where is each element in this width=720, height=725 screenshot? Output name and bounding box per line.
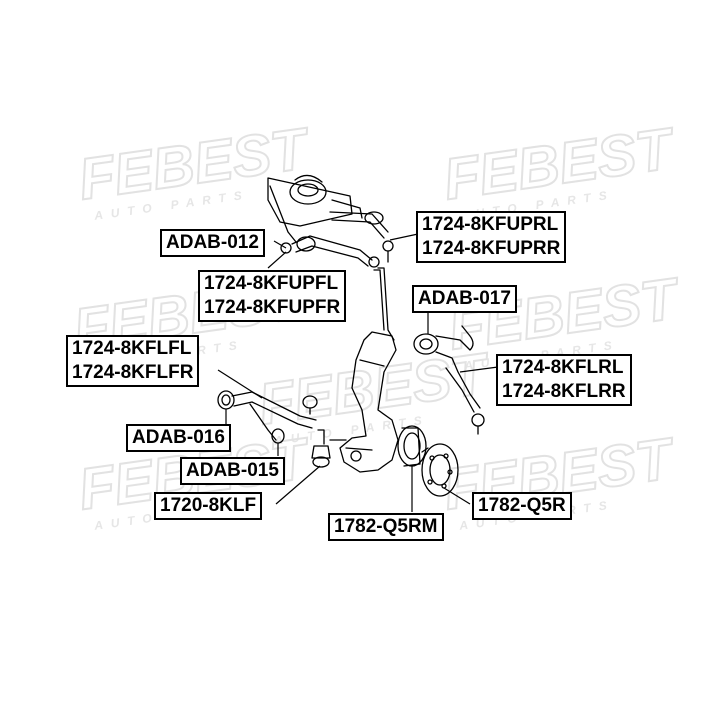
front-lower-arm [217,390,318,444]
callout-lower-front-arm: 1724-8KFLFL 1724-8KFLFR [66,335,200,387]
leader-line-upper-front-arm [267,251,287,269]
callout-hub-rm: 1782-Q5RM [328,513,444,541]
rear-lower-arm [413,325,485,435]
upper-front-arm [280,235,380,268]
leader-line-balljoint [275,465,321,505]
part-number: ADAB-017 [418,288,511,309]
leader-line-adab012 [273,240,287,249]
hub-bearing-module [397,425,427,467]
watermark-layer: FEBEST AUTO PARTS FEBEST AUTO PARTS FEBE… [69,115,686,533]
part-number-left: 1724-8KFUPFL [204,273,339,294]
part-number: ADAB-016 [132,427,225,448]
ball-joint [311,429,331,468]
leader-line-lower-front-arm [217,369,263,399]
leader-line-hub-r [443,487,471,505]
part-number: 1782-Q5R [478,495,566,516]
upper-mount-bracket [267,174,363,243]
callout-lower-rear-arm: 1724-8KFLRL 1724-8KFLRR [496,354,632,406]
part-number: ADAB-015 [186,460,279,481]
wheel-hub-flange [421,443,459,497]
callout-ball-joint: 1720-8KLF [154,492,263,520]
part-number-right: 1724-8KFLFR [72,362,194,383]
part-number-left: 1724-8KFLRL [502,357,624,378]
part-number-right: 1724-8KFLRR [502,381,626,402]
part-number: ADAB-012 [166,232,259,253]
leader-line-upper-rear-arm [389,233,419,241]
part-number-right: 1724-8KFUPFR [204,297,341,318]
upper-rear-arm [329,211,394,263]
part-number-left: 1724-8KFLFL [72,338,192,359]
callout-adab-016: ADAB-016 [126,424,231,452]
part-number: 1720-8KLF [160,495,257,516]
callout-adab-017: ADAB-017 [412,285,517,313]
callout-adab-015: ADAB-015 [180,457,285,485]
callout-hub-r: 1782-Q5R [472,492,572,520]
callout-upper-rear-arm: 1724-8KFUPRL 1724-8KFUPRR [416,211,567,263]
callout-adab-012: ADAB-012 [160,229,265,257]
part-number: 1782-Q5RM [334,516,438,537]
part-number-right: 1724-8KFUPRR [422,238,561,259]
steering-knuckle [329,267,399,473]
callout-upper-front-arm: 1724-8KFUPFL 1724-8KFUPFR [198,270,347,322]
leader-line-lower-rear-arm [459,366,499,373]
part-number-left: 1724-8KFUPRL [422,214,559,235]
